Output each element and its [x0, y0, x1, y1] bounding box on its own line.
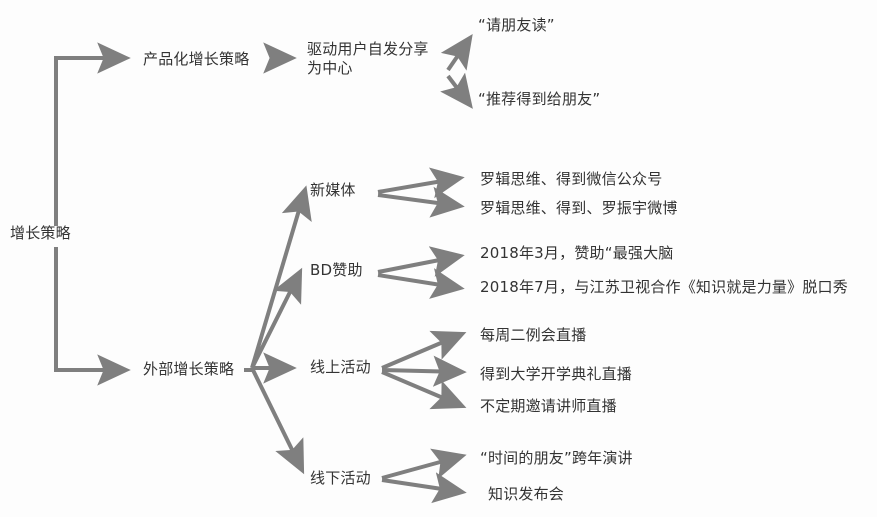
- leaf-recommend-to-friend[interactable]: “推荐得到给朋友”: [478, 90, 601, 108]
- edge-online-to-item3: [381, 370, 467, 410]
- edge-new-media-to-item1: [377, 167, 465, 199]
- leaf-ask-friend-read[interactable]: “请朋友读”: [478, 16, 555, 34]
- edge-hub-to-offline: [250, 367, 305, 475]
- edge-online-to-item2: [381, 355, 467, 387]
- leaf-online-university-ceremony[interactable]: 得到大学开学典礼直播: [480, 365, 633, 383]
- leaf-online-weekly-meeting[interactable]: 每周二例会直播: [480, 326, 587, 344]
- edge-bd-to-item1: [377, 246, 465, 277]
- leaf-bd-sponsor-march[interactable]: 2018年3月，赞助“最强大脑: [480, 244, 674, 262]
- node-product-growth-strategy[interactable]: 产品化增长策略: [143, 50, 250, 68]
- node-offline-events[interactable]: 线下活动: [310, 469, 371, 487]
- edge-online-to-item1: [381, 330, 467, 370]
- node-external-growth-strategy[interactable]: 外部增长策略: [143, 360, 235, 378]
- edge-bd-to-item2: [377, 268, 465, 299]
- node-bd-sponsor[interactable]: BD赞助: [310, 261, 363, 279]
- node-root-growth-strategy[interactable]: 增长策略: [10, 224, 71, 242]
- node-online-events[interactable]: 线上活动: [310, 358, 371, 376]
- edge-root-to-product: [54, 42, 131, 226]
- edge-hub-to-bd-sponsor: [250, 267, 303, 369]
- leaf-offline-newyear-speech[interactable]: “时间的朋友”跨年演讲: [480, 449, 633, 467]
- leaf-new-media-weibo[interactable]: 罗辑思维、得到、罗振宇微博: [480, 199, 678, 217]
- leaf-online-guest-lecturer[interactable]: 不定期邀请讲师直播: [480, 397, 617, 415]
- node-drive-share-line2[interactable]: 为中心: [307, 59, 353, 77]
- node-drive-share-line1[interactable]: 驱动用户自发分享: [307, 40, 429, 58]
- leaf-new-media-wechat[interactable]: 罗辑思维、得到微信公众号: [480, 170, 663, 188]
- edge-drive-to-ask-friend: [440, 34, 473, 72]
- edge-root-to-external: [54, 247, 131, 386]
- edge-offline-to-item1: [381, 448, 467, 480]
- leaf-offline-knowledge-launch[interactable]: 知识发布会: [488, 485, 565, 503]
- edge-drive-to-recommend: [440, 72, 473, 109]
- edge-hub-to-new-media: [250, 185, 312, 369]
- node-new-media[interactable]: 新媒体: [310, 181, 356, 199]
- leaf-bd-sponsor-july[interactable]: 2018年7月，与江苏卫视合作《知识就是力量》脱口秀: [480, 278, 848, 296]
- edge-new-media-to-item2: [377, 186, 465, 218]
- edge-offline-to-item2: [381, 472, 467, 504]
